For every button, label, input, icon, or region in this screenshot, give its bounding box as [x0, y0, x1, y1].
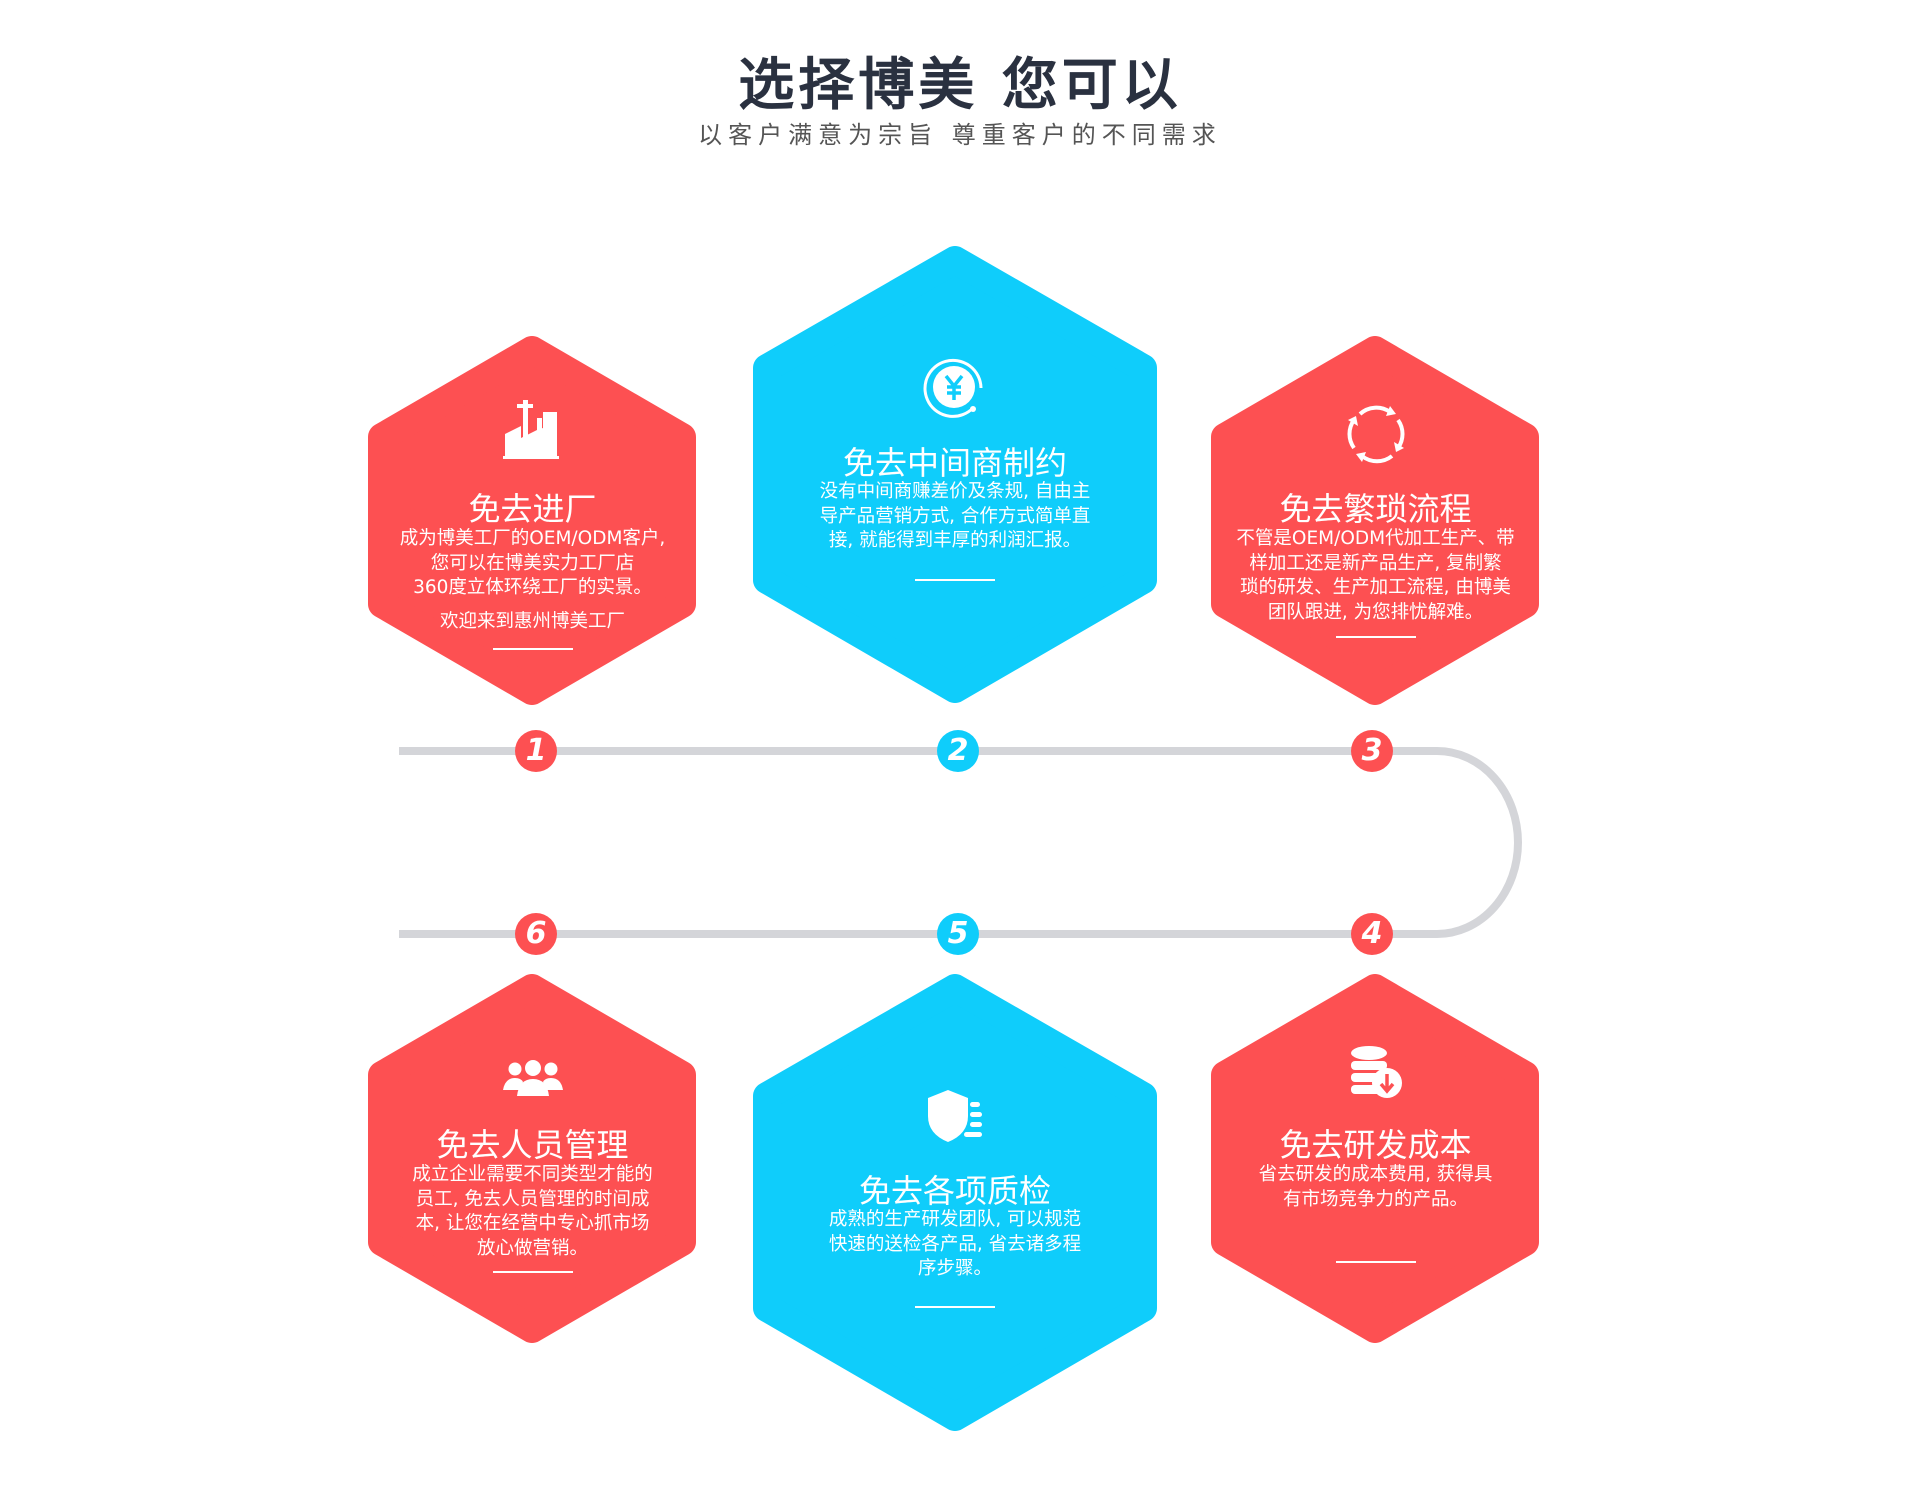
step-title: 免去进厂 [468, 490, 597, 528]
refresh-cycle-icon [1346, 405, 1405, 464]
description-line: 成为博美工厂的OEM/ODM客户, [399, 528, 666, 549]
step-number-5: 5 [937, 913, 979, 955]
step-card-4: 免去研发成本 省去研发的成本费用, 获得具 有市场竞争力的产品。 [1212, 0, 1539, 1400]
step-extra-note: 欢迎来到惠州博美工厂 [439, 611, 625, 632]
step-title: 免去各项质检 [858, 1172, 1051, 1210]
description-line: 序步骤。 [917, 1258, 992, 1279]
step-number-3: 3 [1351, 730, 1393, 772]
underline-divider [1335, 636, 1416, 638]
description-line: 您可以在博美实力工厂店 [430, 552, 635, 574]
hexagon-step-5 [753, 974, 1157, 1431]
underline-divider [492, 1271, 573, 1273]
description-line: 不管是OEM/ODM代加工生产、带 [1236, 528, 1515, 549]
description-line: 快速的送检各产品, 省去诸多程 [828, 1233, 1082, 1255]
yuan-coin-icon [923, 358, 983, 418]
description-line: 团队跟进, 为您排忧解难。 [1267, 601, 1484, 623]
description-line: 有市场竞争力的产品。 [1282, 1188, 1468, 1210]
step-description: 省去研发的成本费用, 获得具 有市场竞争力的产品。 [1212, 1163, 1539, 1212]
page-subtitle: 以客户满意为宗旨 尊重客户的不同需求 [698, 121, 1222, 149]
hexagon-step-3 [1211, 336, 1539, 705]
hexagon-step-1 [368, 336, 696, 705]
description-line: 接, 就能得到丰厚的利润汇报。 [828, 530, 1082, 551]
description-line: 放心做营销。 [476, 1237, 588, 1259]
underline-divider [915, 1306, 995, 1308]
page-title: 选择博美 您可以 [738, 53, 1182, 118]
description-line: 成立企业需要不同类型才能的 [412, 1164, 653, 1185]
factory-icon [502, 400, 559, 459]
timeline-path [399, 747, 1523, 938]
hexagon-step-6 [368, 974, 696, 1343]
step-card-1: 免去进厂 成为博美工厂的OEM/ODM客户, 您可以在博美实力工厂店 360度立… [369, 0, 696, 720]
step-card-3: 免去繁琐流程 不管是OEM/ODM代加工生产、带 样加工还是新产品生产, 复制繁… [1212, 0, 1539, 720]
description-line: 本, 让您在经营中专心抓市场 [415, 1213, 650, 1234]
step-number-2: 2 [937, 730, 979, 772]
description-line: 导产品营销方式, 合作方式简单直 [819, 505, 1091, 527]
coins-down-icon [1350, 1046, 1402, 1098]
step-number-1: 1 [515, 730, 557, 772]
description-line: 琐的研发、生产加工流程, 由博美 [1240, 577, 1511, 598]
step-description: 成为博美工厂的OEM/ODM客户, 您可以在博美实力工厂店 360度立体环绕工厂… [369, 527, 696, 601]
step-title: 免去研发成本 [1279, 1126, 1472, 1164]
hexagon-step-2 [753, 246, 1157, 703]
description-line: 样加工还是新产品生产, 复制繁 [1249, 552, 1502, 574]
step-description: 不管是OEM/ODM代加工生产、带 样加工还是新产品生产, 复制繁 琐的研发、生… [1212, 527, 1539, 625]
step-title: 免去中间商制约 [842, 444, 1067, 482]
step-number-4: 4 [1351, 913, 1393, 955]
underline-divider [1335, 1261, 1416, 1263]
team-icon [502, 1060, 563, 1096]
step-card-5: 免去各项质检 成熟的生产研发团队, 可以规范 快速的送检各产品, 省去诸多程 序… [752, 0, 1158, 1440]
underline-divider [492, 648, 573, 650]
step-title: 免去繁琐流程 [1279, 490, 1472, 528]
description-line: 没有中间商赚差价及条规, 自由主 [819, 481, 1091, 502]
step-description: 成熟的生产研发团队, 可以规范 快速的送检各产品, 省去诸多程 序步骤。 [752, 1208, 1158, 1282]
step-card-6: 免去人员管理 成立企业需要不同类型才能的 员工, 免去人员管理的时间成 本, 让… [369, 0, 696, 1400]
description-line: 省去研发的成本费用, 获得具 [1258, 1164, 1493, 1185]
step-description: 没有中间商赚差价及条规, 自由主 导产品营销方式, 合作方式简单直 接, 就能得… [752, 480, 1158, 554]
description-line: 员工, 免去人员管理的时间成 [415, 1188, 650, 1210]
step-description: 成立企业需要不同类型才能的 员工, 免去人员管理的时间成 本, 让您在经营中专心… [369, 1163, 696, 1261]
underline-divider [915, 579, 995, 581]
description-line: 360度立体环绕工厂的实景。 [413, 577, 652, 598]
hexagon-step-4 [1211, 974, 1539, 1343]
shield-check-icon [928, 1090, 982, 1142]
step-card-2: 免去中间商制约 没有中间商赚差价及条规, 自由主 导产品营销方式, 合作方式简单… [752, 0, 1158, 720]
step-number-6: 6 [515, 913, 557, 955]
step-title: 免去人员管理 [436, 1126, 629, 1164]
description-line: 成熟的生产研发团队, 可以规范 [828, 1209, 1082, 1230]
